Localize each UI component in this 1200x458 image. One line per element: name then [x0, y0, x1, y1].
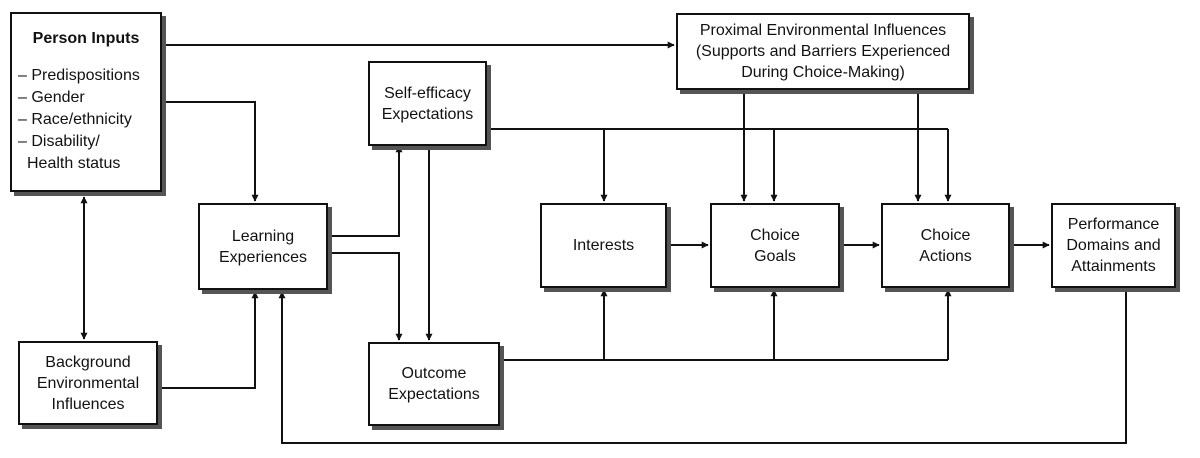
proximal-environmental-influences-box: Proximal Environmental Influences (Suppo…	[676, 13, 970, 90]
background-line-2: Environmental	[36, 374, 140, 392]
choice-goals-line-2: Goals	[754, 247, 796, 265]
arrow-person-to-learning	[162, 101, 259, 202]
learning-line-2: Experiences	[218, 248, 308, 266]
outcome-expectations-box: Outcome Expectations	[368, 342, 500, 426]
person-input-health-status: Health status	[27, 155, 121, 172]
performance-line-3: Attainments	[1071, 258, 1156, 275]
person-input-race-ethnicity: – Race/ethnicity	[18, 111, 132, 128]
arrow-background-to-learning	[158, 291, 259, 389]
person-input-predispositions: – Predispositions	[18, 67, 140, 84]
proximal-line-3: During Choice-Making)	[741, 64, 905, 81]
outcome-line-2: Expectations	[388, 386, 480, 403]
background-environmental-influences-box: Background Environmental Influences	[18, 341, 158, 425]
choice-actions-line-1: Choice	[920, 226, 971, 244]
choice-goals-box: Choice Goals	[710, 203, 840, 288]
learning-experiences-box: Learning Experiences	[198, 203, 328, 290]
arrow-performance-feedback-to-learning	[278, 288, 1127, 444]
self-efficacy-line-1: Self-efficacy	[384, 84, 471, 102]
choice-actions-line-2: Actions	[919, 247, 972, 265]
self-efficacy-line-2: Expectations	[381, 105, 474, 123]
person-input-gender: – Gender	[18, 89, 85, 106]
proximal-line-2: (Supports and Barriers Experienced	[695, 43, 951, 60]
choice-goals-line-1: Choice	[750, 226, 800, 244]
performance-domains-box: Performance Domains and Attainments	[1051, 203, 1176, 288]
person-inputs-title: Person Inputs	[32, 30, 140, 47]
background-line-1: Background	[45, 353, 131, 371]
outcome-line-1: Outcome	[401, 365, 467, 382]
performance-line-1: Performance	[1067, 216, 1160, 233]
proximal-line-1: Proximal Environmental Influences	[699, 22, 947, 39]
person-input-disability: – Disability/	[18, 133, 100, 150]
interests-box: Interests	[540, 203, 667, 288]
background-line-3: Influences	[51, 395, 125, 413]
self-efficacy-expectations-box: Self-efficacy Expectations	[368, 61, 487, 146]
choice-actions-box: Choice Actions	[881, 203, 1010, 288]
arrow-learning-to-outcome	[328, 252, 403, 341]
learning-line-1: Learning	[231, 227, 295, 245]
person-inputs-box: Person Inputs – Predispositions – Gender…	[10, 12, 162, 192]
arrow-learning-to-self-efficacy	[328, 145, 403, 237]
interests-label: Interests	[572, 237, 635, 254]
performance-line-2: Domains and	[1066, 237, 1161, 254]
